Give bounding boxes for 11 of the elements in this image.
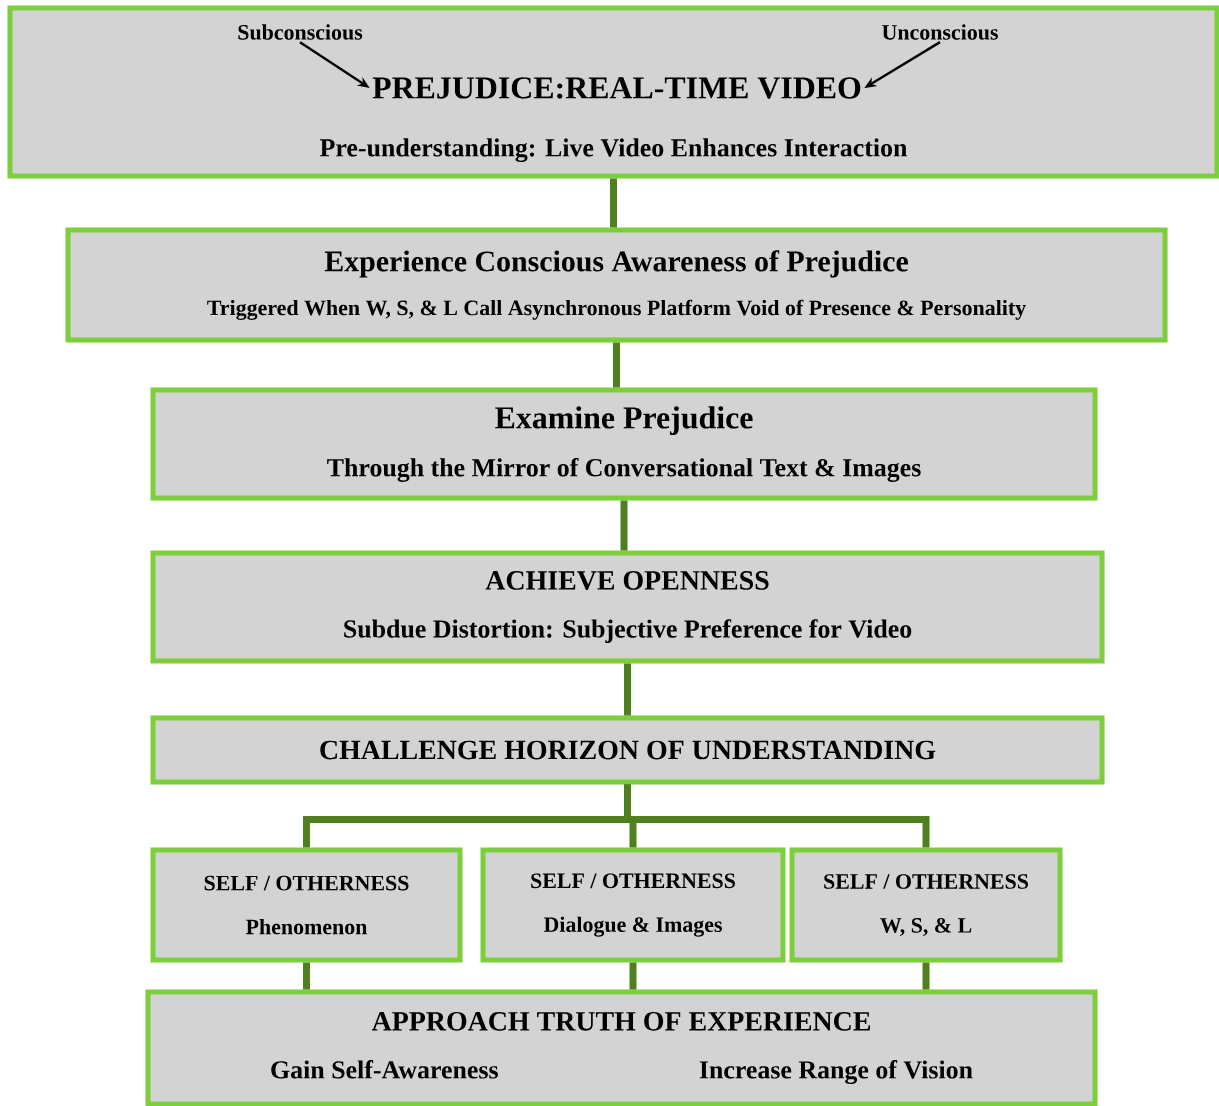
annotation-text: Unconscious bbox=[882, 24, 998, 40]
process-box: SELF / OTHERNESS Phenomenon bbox=[150, 847, 463, 963]
process-box: ACHIEVE OPENNESS Subdue Distortion: Subjective Preference for Video bbox=[150, 550, 1105, 664]
process-box: CHALLENGE HORIZON OF UNDERSTANDING bbox=[150, 715, 1105, 785]
annotation-text: Subconscious bbox=[238, 24, 363, 40]
process-box: Experience Conscious Awareness of Prejudice Triggered When W, S, & L Call Asynchronous Platform Void of Presence & Personality bbox=[65, 227, 1168, 343]
process-box: SELF / OTHERNESS Dialogue & Images bbox=[480, 847, 786, 963]
process-box: Examine Prejudice Through the Mirror of Conversational Text & Images bbox=[150, 387, 1098, 501]
process-box: SELF / OTHERNESS W, S, & L bbox=[789, 847, 1063, 963]
title-text: PREJUDICE:REAL-TIME VIDEO bbox=[372, 77, 861, 99]
process-box: APPROACH TRUTH OF EXPERIENCE Gain Self-Awareness Increase Range of Vision bbox=[145, 989, 1098, 1106]
